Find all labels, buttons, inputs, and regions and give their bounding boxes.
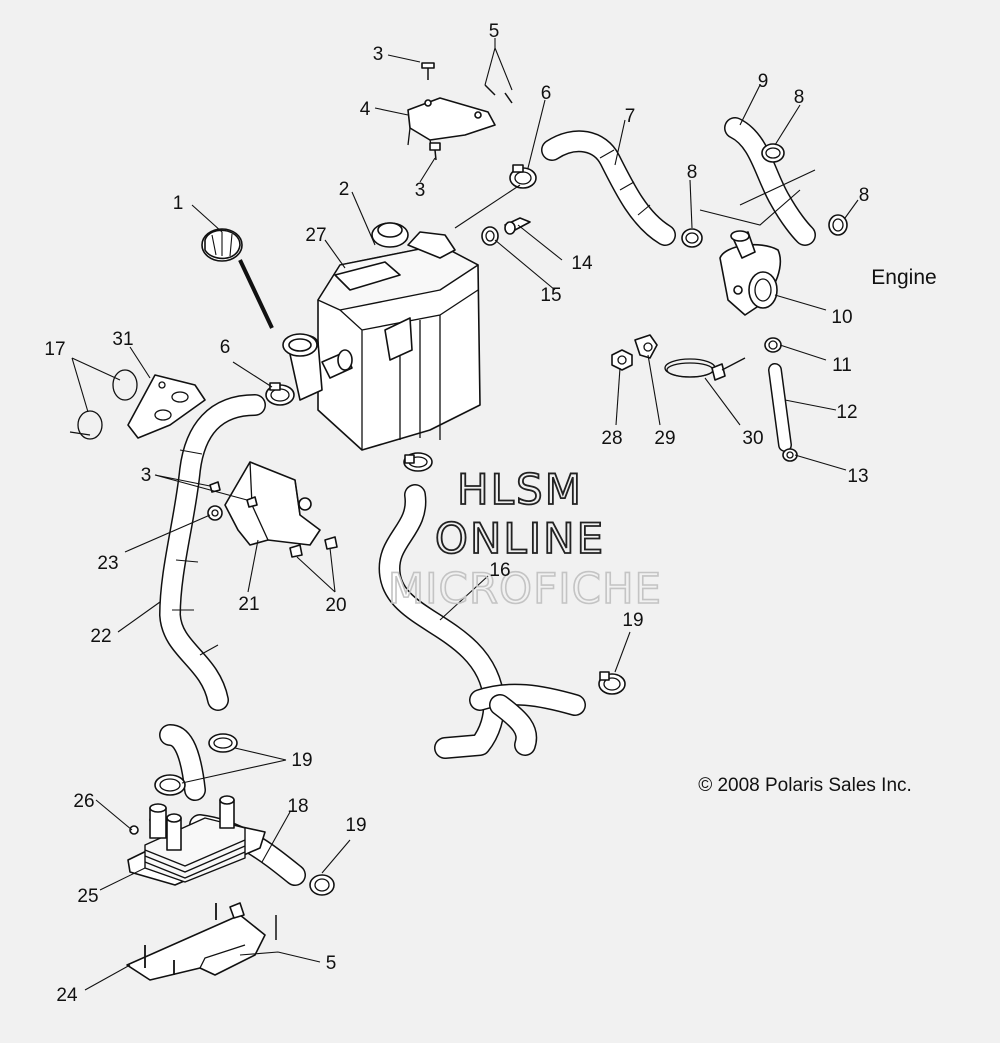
callout-23: 23 [97, 553, 118, 574]
connector-line [699, 169, 816, 226]
watermark-line-1: HLSM [457, 465, 583, 514]
clamp-19d [309, 874, 335, 896]
callout-28: 28 [601, 428, 622, 449]
callout-3-bracket: 3 [141, 465, 152, 486]
leader-lines [71, 38, 859, 991]
callout-4: 4 [360, 99, 371, 120]
callout-8-right: 8 [859, 185, 870, 206]
cable-ties-17 [69, 369, 138, 440]
callout-29: 29 [654, 428, 675, 449]
callout-21: 21 [238, 594, 259, 615]
callout-11: 11 [832, 355, 852, 376]
callout-12: 12 [836, 402, 857, 423]
clamp-6-lower [265, 382, 295, 406]
callout-31: 31 [112, 329, 133, 350]
callout-19-lower: 19 [345, 815, 366, 836]
oil-cooler-25 [127, 795, 266, 886]
engine-label: Engine [871, 266, 936, 289]
callout-7: 7 [625, 106, 636, 127]
watermark: HLSM ONLINE MICROFICHE [387, 464, 662, 614]
cooler-inlet-hose [159, 724, 206, 801]
copyright-text: © 2008 Polaris Sales Inc. [698, 775, 912, 796]
callout-18: 18 [287, 796, 308, 817]
callout-8-mid: 8 [687, 162, 698, 183]
callout-10: 10 [831, 307, 852, 328]
cap-dipstick [201, 228, 274, 329]
callout-8-top: 8 [794, 87, 805, 108]
oil-tank [282, 222, 481, 451]
clamp-8b [761, 143, 785, 163]
callout-5-bottom: 5 [326, 953, 337, 974]
fitting-14 [504, 217, 531, 235]
callout-20: 20 [325, 595, 346, 616]
plate-24 [126, 902, 277, 981]
valve-10 [719, 230, 782, 316]
tube-12 [768, 363, 792, 452]
clamp-19a [598, 671, 626, 695]
clamp-19c [154, 774, 186, 796]
watermark-line-3: MICROFICHE [388, 564, 662, 613]
bracket-31 [127, 374, 206, 439]
clamp-6-upper [509, 164, 537, 189]
clamp-19b [208, 733, 238, 753]
callout-6-top: 6 [541, 83, 552, 104]
callout-16: 16 [489, 560, 510, 581]
callout-6-left: 6 [220, 337, 231, 358]
callout-5-top: 5 [489, 21, 500, 42]
watermark-line-2: ONLINE [435, 514, 605, 563]
callout-3-top: 3 [373, 44, 384, 65]
callout-17: 17 [44, 339, 65, 360]
callout-9: 9 [758, 71, 769, 92]
callout-25: 25 [77, 886, 98, 907]
bracket-21 [207, 461, 338, 558]
callout-1: 1 [173, 193, 184, 214]
bracket-4 [407, 62, 513, 161]
cable-tie-30 [664, 357, 746, 381]
clamp-8c [828, 214, 848, 236]
callout-26: 26 [73, 791, 94, 812]
clip-29 [634, 334, 658, 359]
callout-30: 30 [742, 428, 763, 449]
callout-19-upper: 19 [622, 610, 643, 631]
hose-22 [159, 394, 266, 711]
callout-15: 15 [540, 285, 561, 306]
callout-24: 24 [56, 985, 78, 1006]
clamp-16-top [403, 452, 433, 472]
callout-19-cooler: 19 [291, 750, 312, 771]
clamp-8a [681, 228, 703, 248]
hose-9 [724, 117, 816, 246]
callout-14: 14 [571, 253, 593, 274]
nut-28 [611, 349, 633, 371]
grommet-15 [481, 226, 499, 246]
callout-22: 22 [90, 626, 111, 647]
cap-13 [782, 448, 798, 462]
callouts: 1 2 3 3 3 4 5 5 6 6 7 8 8 8 9 10 11 12 1… [44, 21, 869, 1006]
callout-13: 13 [847, 466, 868, 487]
callout-27: 27 [305, 225, 326, 246]
callout-3-mid: 3 [415, 180, 426, 201]
clamp-11 [764, 337, 782, 353]
hose-7 [541, 130, 676, 246]
hose-16 [378, 484, 586, 759]
callout-2: 2 [339, 179, 350, 200]
